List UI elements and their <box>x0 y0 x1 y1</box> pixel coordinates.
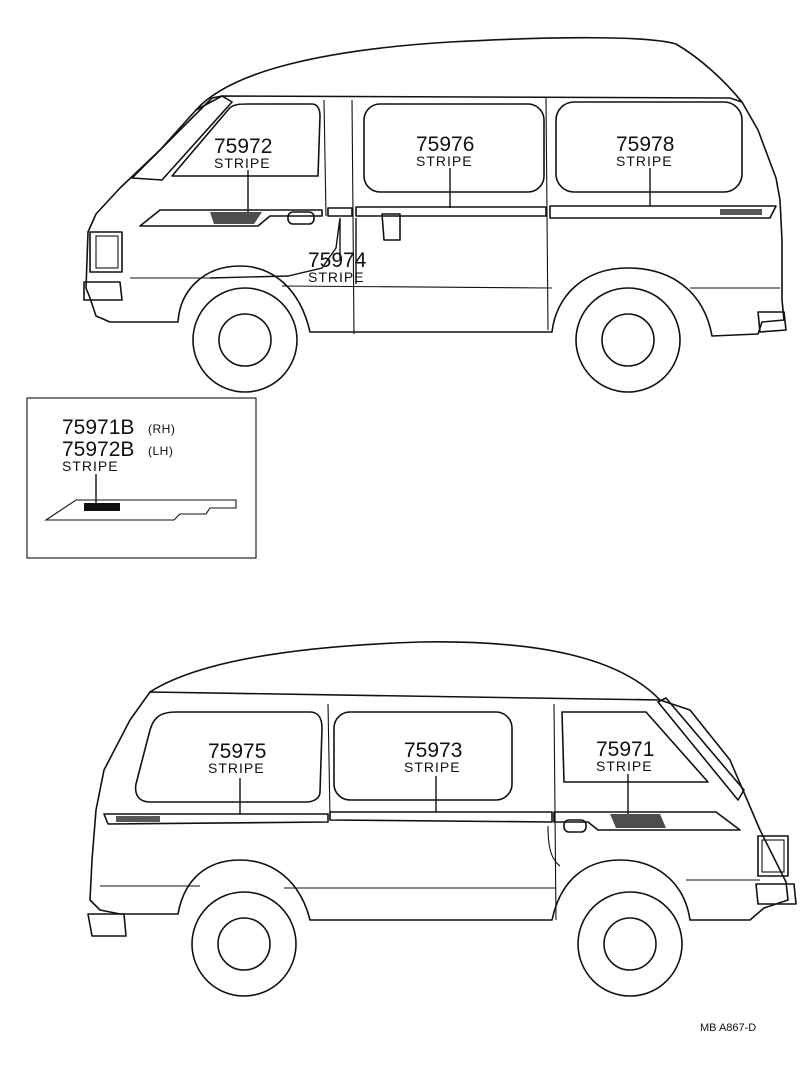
leader-75974 <box>209 217 341 279</box>
van-left-door-line-1 <box>323 99 327 217</box>
van-left-headlight-inner <box>95 235 119 269</box>
van-right-stripe-front-hatch <box>610 814 666 828</box>
van-right-headlight <box>757 835 789 877</box>
van-left-stripe-front <box>139 209 323 227</box>
van-right-stripe-rear <box>103 813 329 825</box>
part-name-75972: STRIPE <box>214 155 271 171</box>
van-left-stripe-front-hatch <box>210 212 262 224</box>
part-number-75972: 75972 <box>214 135 272 158</box>
van-left-rear-hub <box>601 313 655 367</box>
van-left-side <box>83 36 787 393</box>
part-number-75971: 75971 <box>596 738 654 761</box>
inset-stripe-outline <box>44 499 237 521</box>
van-left-headlight <box>89 231 123 273</box>
van-left-rear-tire <box>575 287 681 393</box>
van-left-stripe-mid <box>327 207 353 217</box>
van-right-side <box>87 641 797 997</box>
inset-rh-number: 75971B <box>62 416 134 439</box>
van-left-roof <box>195 36 743 111</box>
van-right-fuel-lid <box>563 819 587 833</box>
van-right-rear-window <box>134 711 323 803</box>
van-left-stripe-rear <box>549 205 777 219</box>
inset-lh-side: (LH) <box>148 444 173 458</box>
van-left-windshield <box>131 95 233 181</box>
van-left-emblem <box>720 209 762 215</box>
van-right-stripe-middle <box>329 811 553 823</box>
part-name-75974: STRIPE <box>308 269 365 285</box>
van-right-headlight-inner <box>761 839 785 873</box>
van-left-rear-window <box>555 101 743 193</box>
van-left-stripe-slider <box>355 206 547 217</box>
part-number-75978: 75978 <box>616 133 674 156</box>
van-left-rear-bumper <box>757 311 787 333</box>
part-name-75978: STRIPE <box>616 153 673 169</box>
part-number-75974: 75974 <box>308 249 367 272</box>
diagram-reference: MB A867-D <box>700 1022 756 1034</box>
inset-stripe-hatch <box>84 503 120 511</box>
inset-rh-side: (RH) <box>148 422 175 436</box>
part-number-75975: 75975 <box>208 740 266 763</box>
part-name-75973: STRIPE <box>404 759 461 775</box>
part-name-75976: STRIPE <box>416 153 473 169</box>
van-right-front-tire <box>577 891 683 997</box>
van-right-emblem <box>116 816 160 822</box>
van-right-door-line-1 <box>327 703 331 817</box>
part-number-75976: 75976 <box>416 133 474 156</box>
inset-name: STRIPE <box>62 458 119 474</box>
part-name-75971: STRIPE <box>596 758 653 774</box>
van-right-middle-window <box>333 711 513 801</box>
van-right-door-line-3 <box>547 825 561 867</box>
van-right-lower-line <box>100 879 760 889</box>
van-right-front-hub <box>603 917 657 971</box>
van-left-lower-line <box>130 277 780 289</box>
van-left-front-hub <box>218 313 272 367</box>
van-left-fuel-lid <box>287 211 315 225</box>
van-right-windshield <box>657 697 745 801</box>
van-right-body <box>89 691 789 921</box>
van-left-front-bumper <box>83 281 123 301</box>
inset-frame <box>26 397 257 559</box>
van-right-roof <box>149 641 661 701</box>
van-right-rear-bumper <box>87 913 127 937</box>
van-left-front-tire <box>192 287 298 393</box>
van-right-front-window <box>561 711 709 783</box>
van-left-middle-window <box>363 103 545 193</box>
van-left-front-window <box>171 103 321 177</box>
van-right-rear-hub <box>217 917 271 971</box>
part-number-75973: 75973 <box>404 739 462 762</box>
van-left-door-line-3 <box>545 97 549 331</box>
van-left-door-line-2 <box>351 99 355 335</box>
van-left-door-handle <box>381 213 401 241</box>
van-left-body <box>85 95 785 337</box>
part-name-75975: STRIPE <box>208 760 265 776</box>
van-right-rear-tire <box>191 891 297 997</box>
van-right-front-bumper <box>755 883 797 905</box>
inset-lh-number: 75972B <box>62 438 134 461</box>
inset-box: 75971B (RH) 75972B (LH) STRIPE <box>26 397 257 559</box>
van-right-stripe-front <box>553 811 741 831</box>
